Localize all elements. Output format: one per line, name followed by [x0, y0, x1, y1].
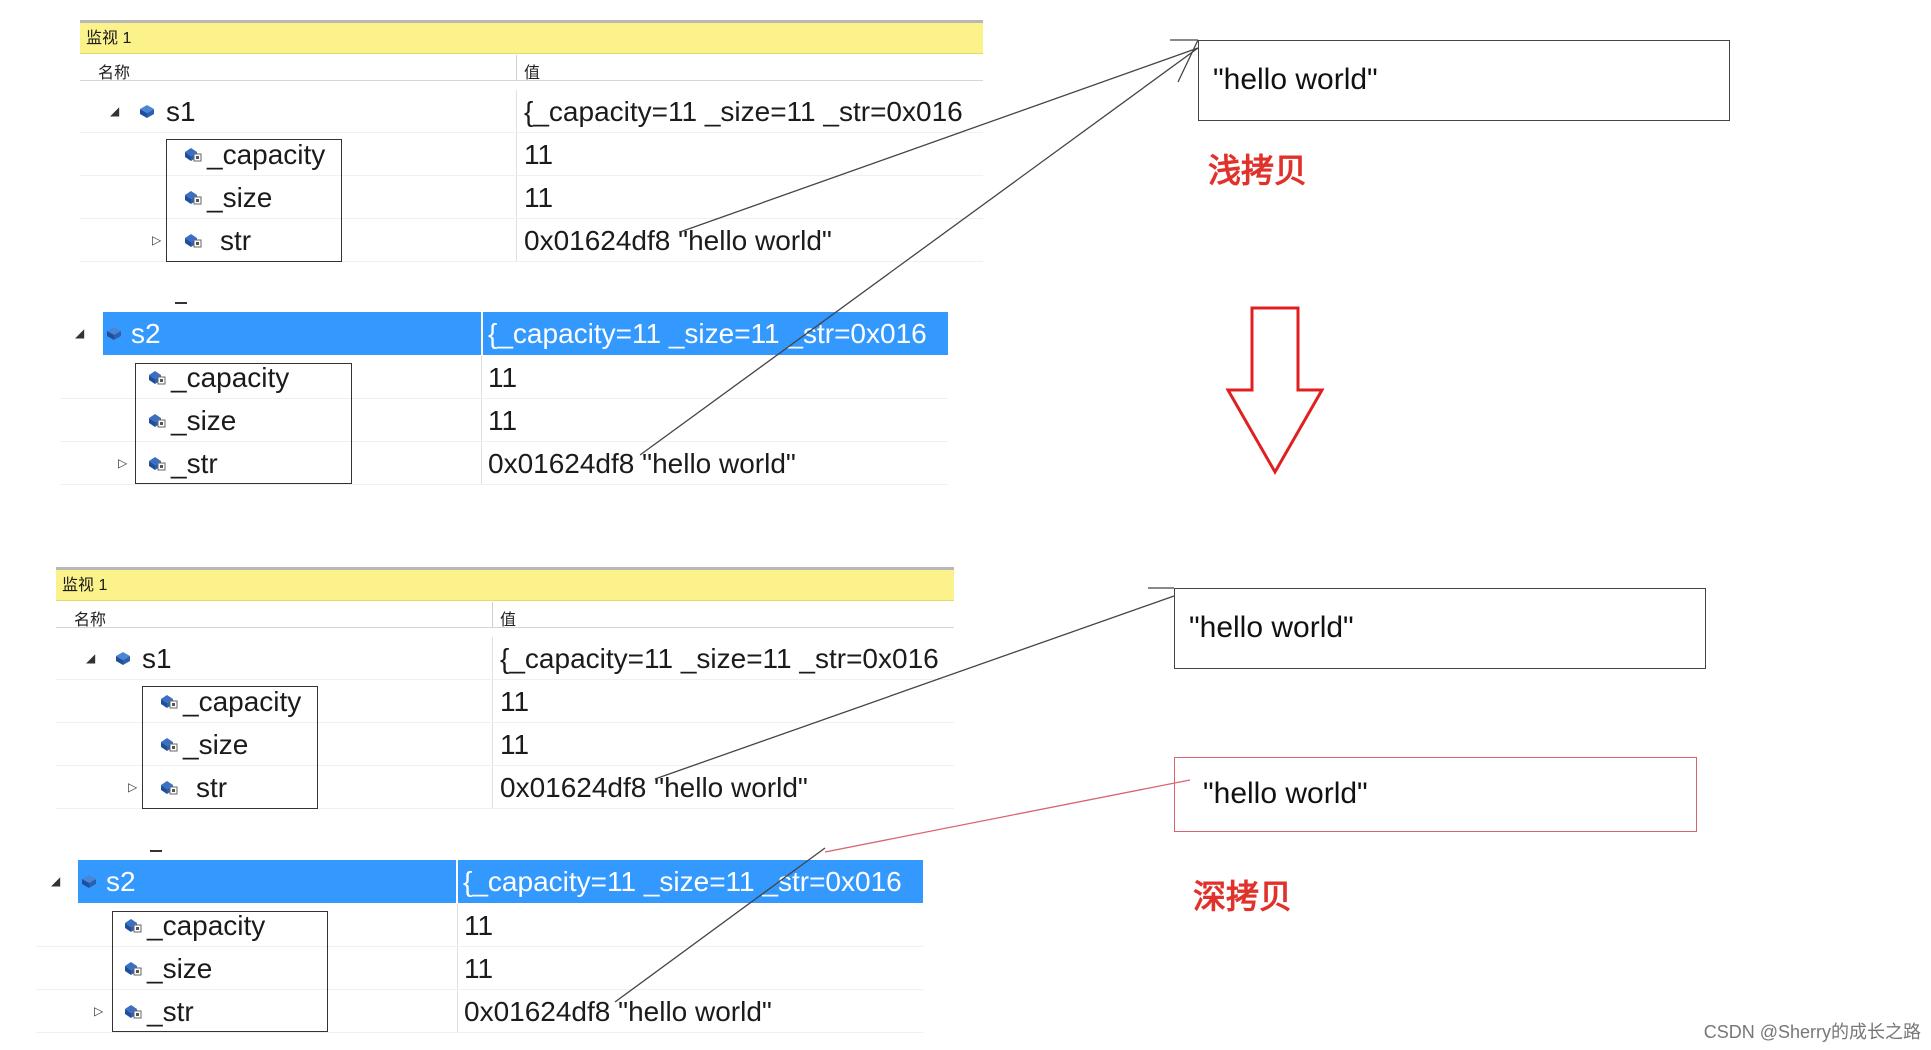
- row-value: 11: [488, 362, 518, 393]
- collapse-triangle-icon[interactable]: ◢: [110, 104, 120, 118]
- object-icon: [114, 650, 132, 666]
- expand-triangle-icon[interactable]: ▷: [128, 780, 138, 794]
- watch-row-s2-capacity[interactable]: _capacity 11: [60, 356, 948, 399]
- watch-row-s1-size[interactable]: _size 11: [80, 176, 983, 219]
- row-separator: [516, 219, 517, 261]
- watch-row-s2-selected[interactable]: s2 {_capacity=11 _size=11 _str=0x016: [78, 860, 923, 903]
- column-separator[interactable]: [516, 55, 517, 80]
- row-name: s2: [106, 866, 136, 897]
- row-separator: [516, 90, 517, 132]
- memory-box-deep-s1: "hello world": [1174, 588, 1706, 669]
- row-value: 11: [500, 729, 530, 760]
- expand-triangle-icon[interactable]: ▷: [118, 456, 128, 470]
- watch-row-s1-size[interactable]: _size 11: [56, 723, 954, 766]
- row-name: _capacity: [171, 362, 290, 393]
- row-dash-mark: [150, 850, 162, 852]
- s2-members-frame: [112, 911, 328, 1032]
- row-name: s2: [131, 318, 161, 349]
- row-name: _size: [171, 405, 237, 436]
- row-name: s1: [166, 96, 196, 127]
- footer-credit: CSDN @Sherry的成长之路: [1703, 1022, 1921, 1042]
- object-icon: [138, 103, 156, 119]
- watch-row-s1-capacity[interactable]: _capacity 11: [80, 133, 983, 176]
- memory-box-deep-s2: "hello world": [1174, 757, 1697, 832]
- watch-row-s2-capacity[interactable]: _capacity 11: [36, 904, 923, 947]
- row-name: _size: [207, 182, 273, 213]
- column-separator[interactable]: [492, 602, 493, 627]
- row-value: 0x01624df8 "hello world": [488, 448, 796, 479]
- column-name-header[interactable]: 名称: [74, 612, 107, 629]
- row-separator: [492, 723, 493, 765]
- watch-row-s1-capacity[interactable]: _capacity 11: [56, 680, 954, 723]
- watch-row-s2-size[interactable]: _size 11: [60, 399, 948, 442]
- column-value-header[interactable]: 值: [500, 612, 517, 629]
- row-value: {_capacity=11 _size=11 _str=0x016: [463, 866, 902, 897]
- row-separator: [457, 990, 458, 1032]
- row-separator: [492, 637, 493, 679]
- s1-members-frame: [166, 139, 342, 262]
- row-value: 11: [524, 182, 554, 213]
- panel-top-border: [56, 567, 954, 570]
- row-name: _str: [147, 996, 194, 1027]
- expand-triangle-icon[interactable]: ▷: [152, 233, 162, 247]
- row-name: _size: [147, 953, 213, 984]
- row-name: _size: [183, 729, 249, 760]
- column-name-header[interactable]: 名称: [98, 65, 131, 82]
- row-value: 0x01624df8 "hello world": [464, 996, 772, 1027]
- row-separator: [492, 766, 493, 808]
- row-dash-mark: [175, 302, 187, 304]
- object-icon: [80, 873, 98, 889]
- row-separator: [516, 176, 517, 218]
- row-name: _capacity: [147, 910, 266, 941]
- watch-title: 监视 1: [80, 23, 983, 54]
- object-icon: [105, 325, 123, 341]
- expand-triangle-icon[interactable]: ▷: [94, 1004, 104, 1018]
- collapse-triangle-icon[interactable]: ◢: [51, 874, 61, 888]
- row-name: _capacity: [207, 139, 326, 170]
- row-value: 11: [524, 139, 554, 170]
- row-value: {_capacity=11 _size=11 _str=0x016: [488, 318, 927, 349]
- row-name: _capacity: [183, 686, 302, 717]
- s1-members-frame: [142, 686, 318, 809]
- row-value: 11: [488, 405, 518, 436]
- row-separator: [457, 904, 458, 946]
- watch-row-s1[interactable]: ◢ s1 {_capacity=11 _size=11 _str=0x016: [80, 90, 983, 133]
- row-name: s1: [142, 643, 172, 674]
- arrowhead-mark: [1177, 39, 1199, 83]
- watch-row-s2-size[interactable]: _size 11: [36, 947, 923, 990]
- panel-top-border: [80, 20, 983, 23]
- row-value: 11: [464, 953, 494, 984]
- row-name: _str: [171, 448, 218, 479]
- down-arrow-icon: [1225, 306, 1325, 476]
- column-header: 名称 值: [80, 55, 983, 82]
- row-separator: [481, 442, 482, 484]
- row-separator: [481, 356, 482, 398]
- row-name: str: [196, 772, 228, 803]
- row-name: str: [220, 225, 252, 256]
- collapse-triangle-icon[interactable]: ◢: [75, 326, 85, 340]
- row-value: 0x01624df8 "hello world": [500, 772, 808, 803]
- row-value: 0x01624df8 "hello world": [524, 225, 832, 256]
- column-header: 名称 值: [56, 602, 954, 629]
- row-separator: [481, 399, 482, 441]
- row-separator: [456, 860, 458, 903]
- row-separator: [492, 680, 493, 722]
- row-value: {_capacity=11 _size=11 _str=0x016: [524, 96, 963, 127]
- row-value: 11: [500, 686, 530, 717]
- column-value-header[interactable]: 值: [524, 65, 541, 82]
- collapse-triangle-icon[interactable]: ◢: [86, 651, 96, 665]
- row-separator: [457, 947, 458, 989]
- row-value: {_capacity=11 _size=11 _str=0x016: [500, 643, 939, 674]
- row-value: 11: [464, 910, 494, 941]
- memory-box-shallow: "hello world": [1198, 40, 1730, 121]
- deep-copy-label: 深拷贝: [1193, 877, 1292, 916]
- shallow-copy-label: 浅拷贝: [1208, 151, 1307, 190]
- row-separator: [481, 312, 483, 355]
- watch-row-s1[interactable]: ◢ s1 {_capacity=11 _size=11 _str=0x016: [56, 637, 954, 680]
- s2-members-frame: [135, 363, 352, 484]
- watch-title: 监视 1: [56, 570, 954, 601]
- row-separator: [516, 133, 517, 175]
- watch-row-s2-selected[interactable]: s2 {_capacity=11 _size=11 _str=0x016: [103, 312, 948, 355]
